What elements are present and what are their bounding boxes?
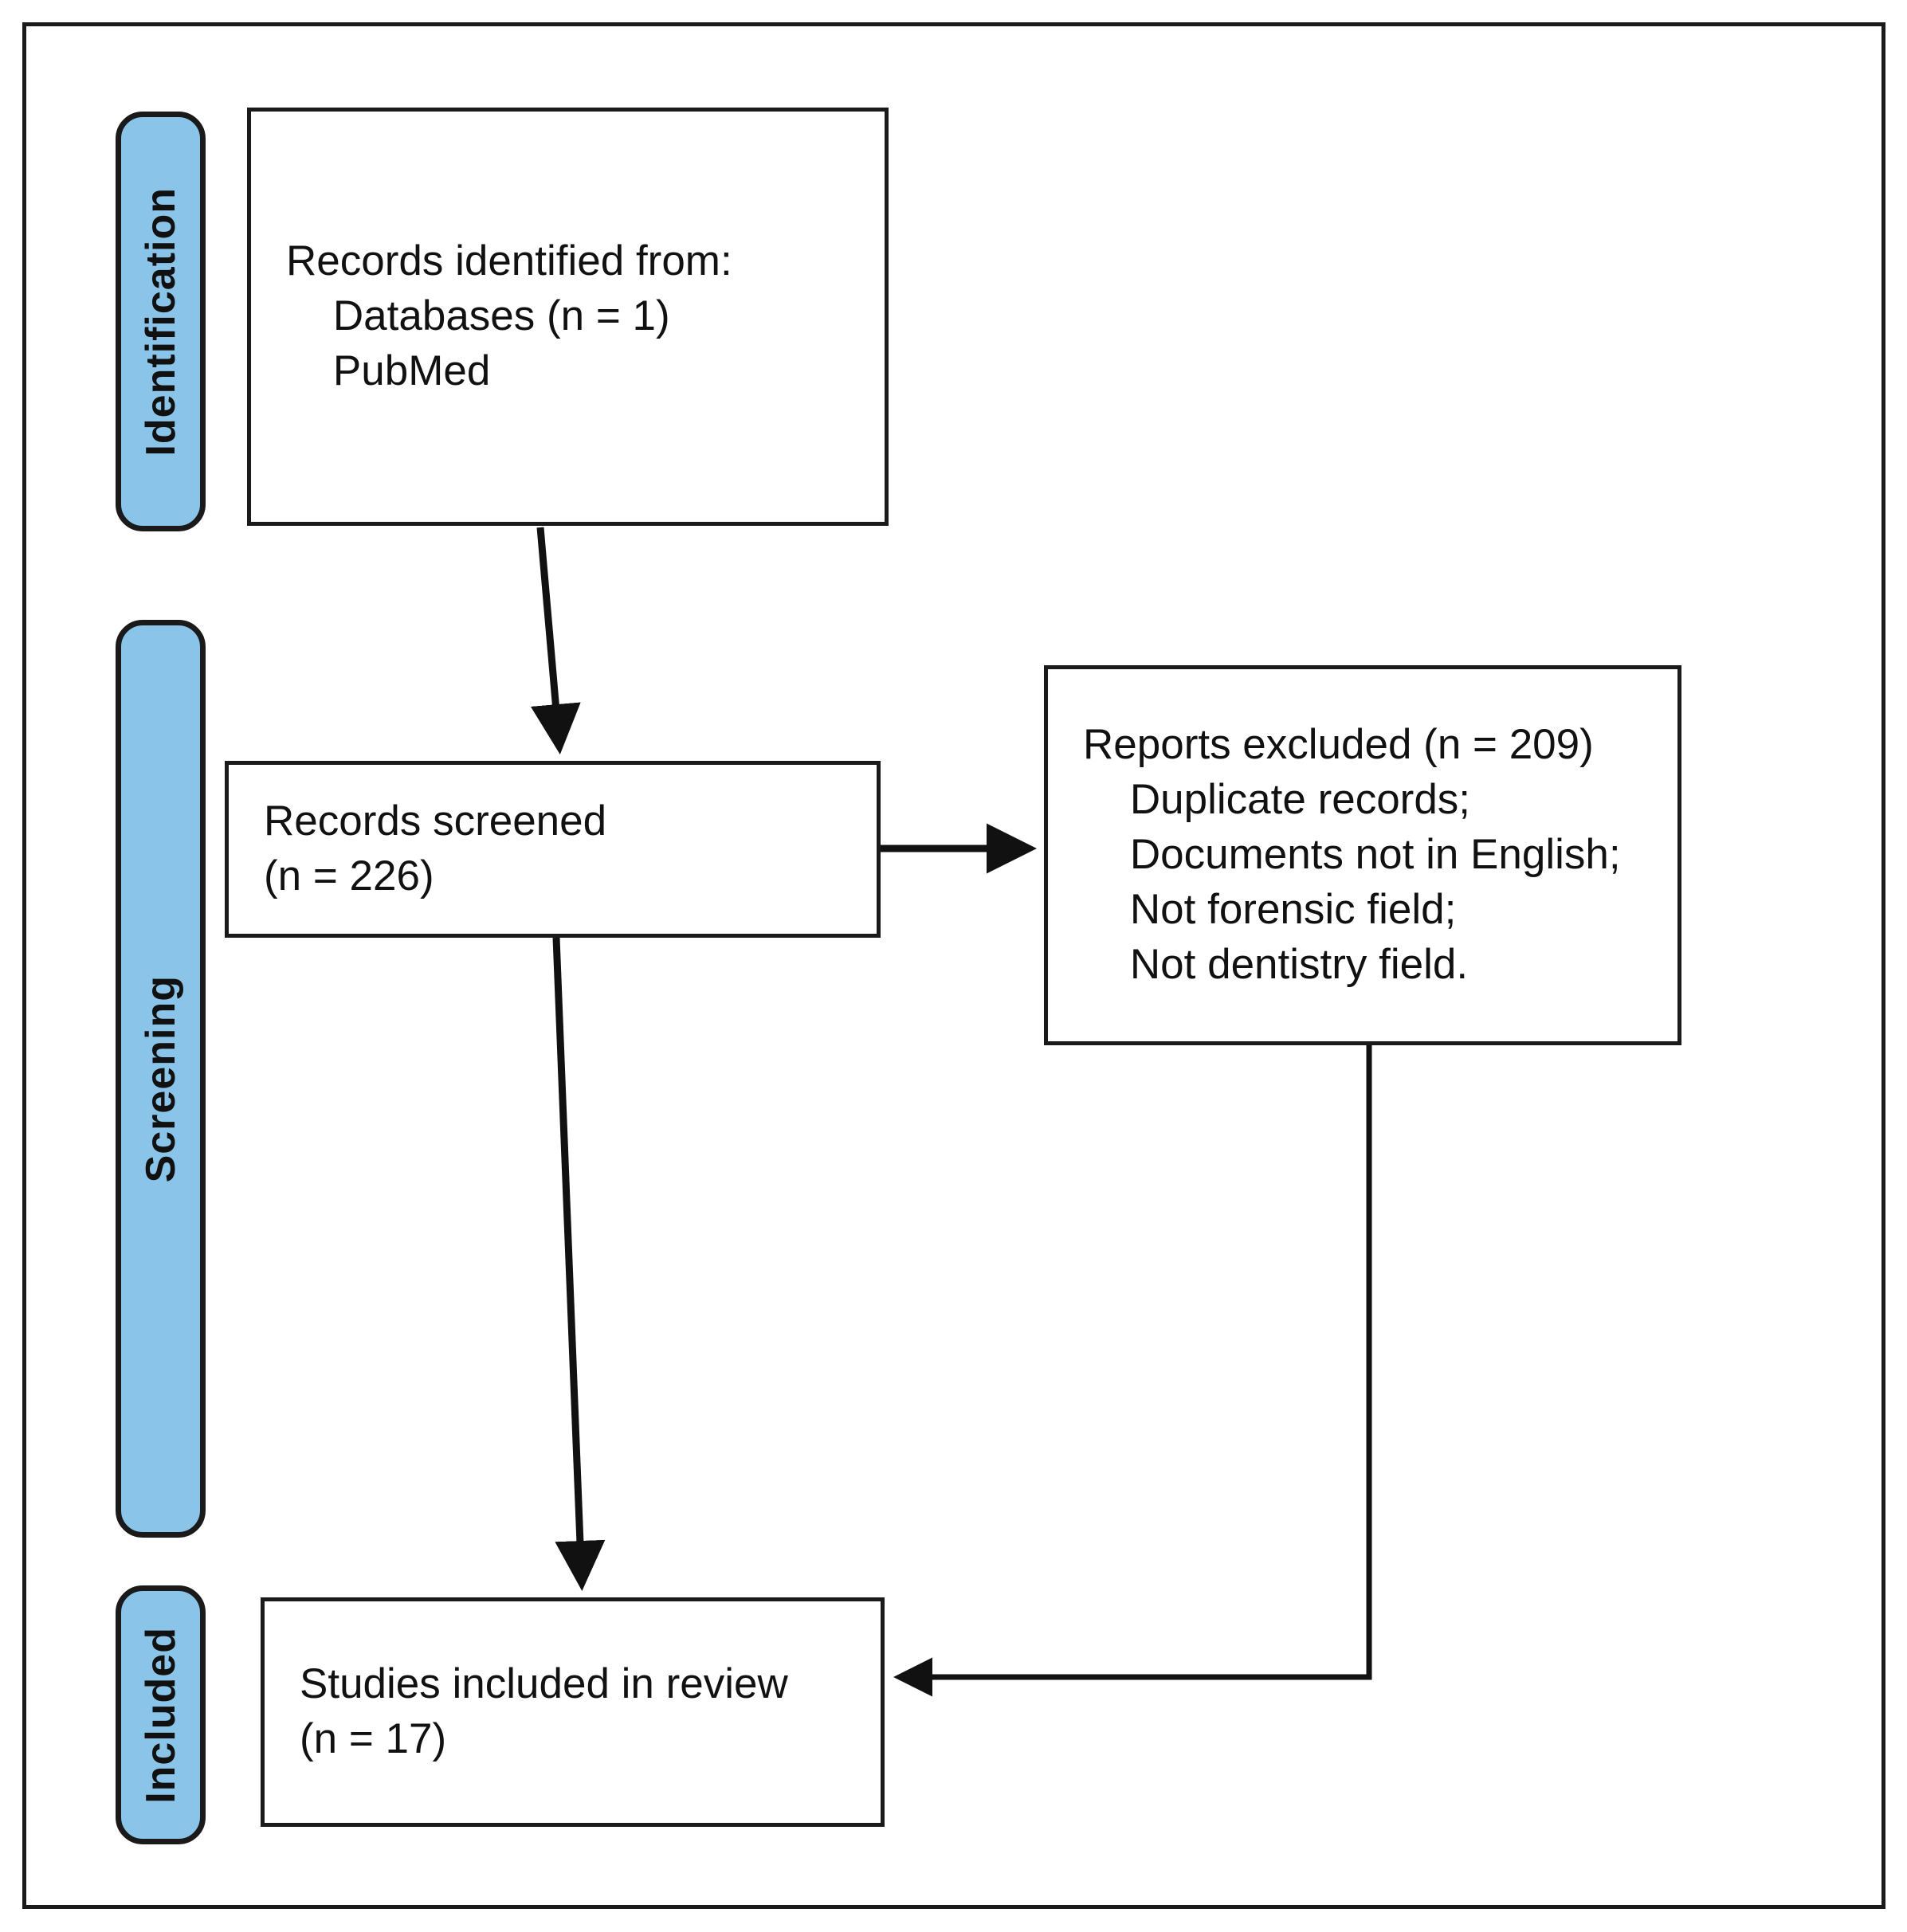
box-studies-included-text: Studies included in review (n = 17) [300, 1660, 788, 1762]
stage-bar-identification: Identification [116, 112, 206, 531]
box-records-identified: Records identified from: Databases (n = … [247, 108, 889, 526]
box-reports-excluded: Reports excluded (n = 209) Duplicate rec… [1044, 665, 1681, 1045]
box-reports-excluded-text: Reports excluded (n = 209) Duplicate rec… [1083, 721, 1621, 988]
box-records-screened-text: Records screened (n = 226) [264, 797, 607, 899]
stage-bar-included: Included [116, 1585, 206, 1844]
stage-label-identification: Identification [137, 186, 184, 457]
box-records-identified-text: Records identified from: Databases (n = … [286, 237, 732, 394]
stage-label-included: Included [137, 1626, 184, 1804]
box-records-screened: Records screened (n = 226) [225, 761, 881, 938]
stage-label-screening: Screening [137, 974, 184, 1183]
box-studies-included: Studies included in review (n = 17) [261, 1597, 885, 1827]
stage-bar-screening: Screening [116, 620, 206, 1538]
